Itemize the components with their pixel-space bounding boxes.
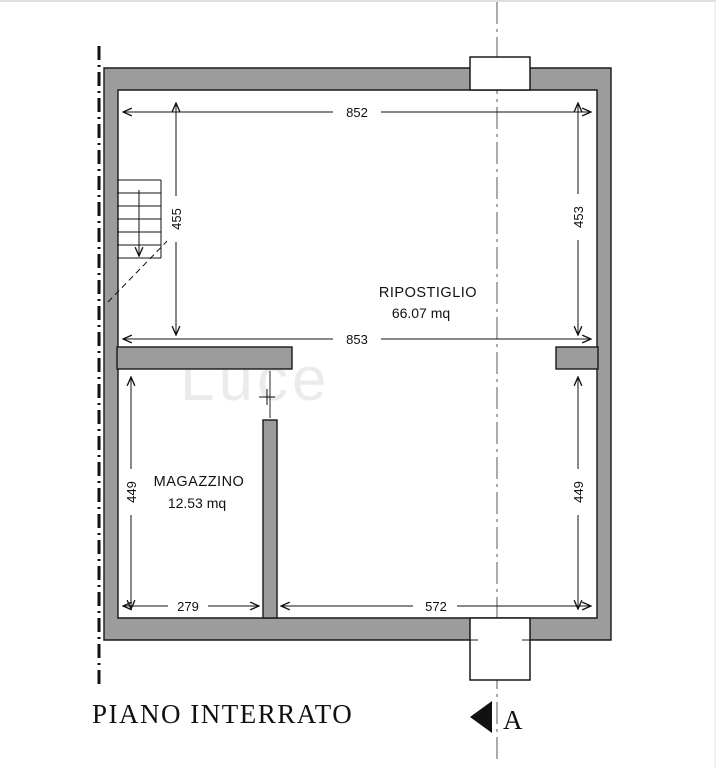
room-area-magazzino: 12.53 mq — [168, 495, 226, 511]
dim-backing — [122, 469, 140, 515]
dim-backing — [333, 330, 381, 347]
bottom-bay-opening — [469, 617, 531, 681]
top-bay-opening — [469, 56, 531, 91]
room-label-magazzino: MAGAZZINO — [154, 474, 245, 490]
interior-wall-stub — [555, 346, 599, 370]
interior-wall-vertical — [262, 419, 278, 619]
dim-backing — [413, 597, 457, 614]
section-letter: A — [503, 705, 523, 735]
stairs — [107, 179, 173, 303]
door-symbol — [259, 371, 275, 418]
dim-backing — [569, 194, 587, 240]
dim-label-lower-right-height: 449 — [571, 481, 586, 503]
interior-wall-horizontal — [116, 346, 293, 370]
dim-label-ripostiglio-lower-width: 572 — [425, 599, 447, 614]
dim-backing — [569, 469, 587, 515]
dimension-label-backings — [122, 103, 587, 614]
dim-label-upper-left-height: 455 — [169, 208, 184, 230]
dim-label-lower-left-height: 449 — [124, 481, 139, 503]
room-label-ripostiglio: RIPOSTIGLIO — [379, 285, 477, 301]
stair-cut-line — [107, 235, 173, 303]
outer-walls — [103, 67, 612, 641]
dim-backing — [333, 103, 381, 120]
dim-backing — [168, 597, 208, 614]
dim-label-middle-width: 853 — [346, 332, 368, 347]
section-arrow-icon — [470, 701, 492, 733]
dim-label-upper-right-height: 453 — [571, 206, 586, 228]
dim-label-magazzino-width: 279 — [177, 599, 199, 614]
room-area-ripostiglio: 66.07 mq — [392, 305, 450, 321]
plan-title: PIANO INTERRATO — [92, 699, 353, 729]
dim-label-top-width: 852 — [346, 105, 368, 120]
dim-backing — [167, 196, 185, 242]
